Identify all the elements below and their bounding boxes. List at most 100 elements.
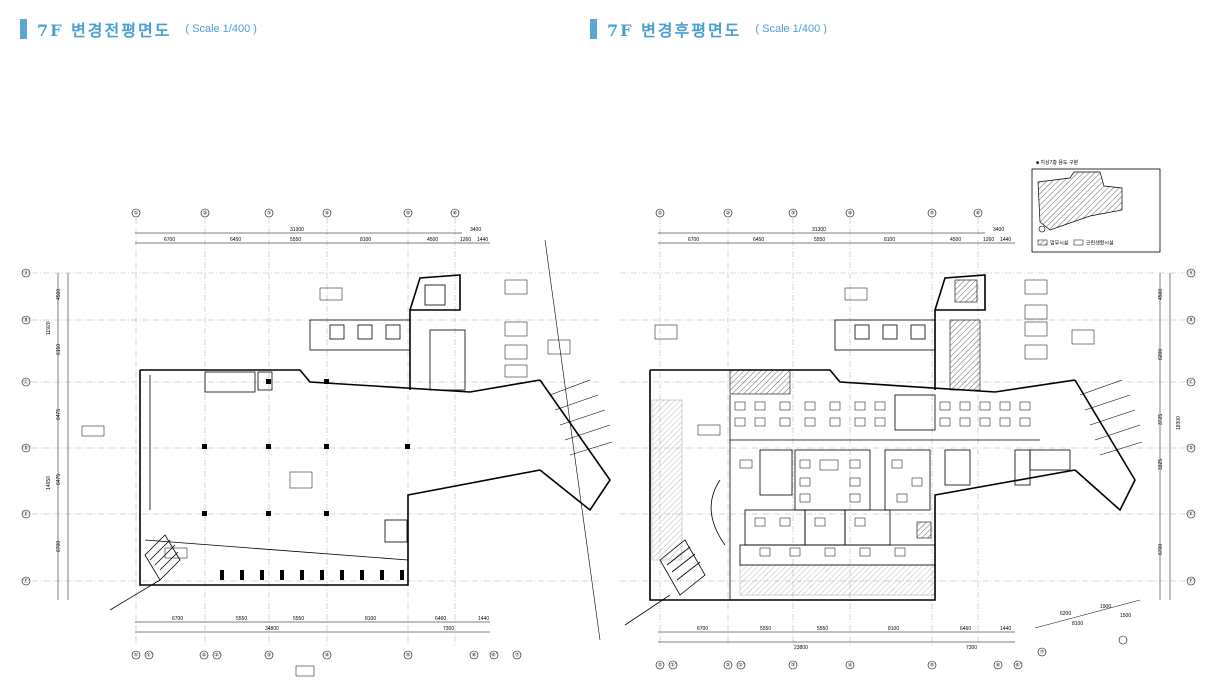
bottom-axis-markers: ① ①' ② ②' ③ ④ ⑤ ⑥ ⑥' ⑦ — [131, 650, 522, 660]
top-axis-markers: ① ② ③ ④ ⑤ ⑥ — [131, 208, 460, 218]
dim-label: 6475 — [56, 409, 62, 420]
dim-label: 7300 — [443, 626, 454, 632]
axis-label: Ⓑ — [1188, 316, 1193, 323]
header-scale: ( Scale 1/400 ) — [185, 23, 257, 35]
dim-label: 6450 — [753, 237, 764, 243]
dim-label: 6700 — [56, 541, 62, 552]
top-dims: 6700 6450 5550 8100 4500 1260 1440 — [164, 237, 488, 243]
axis-label: Ⓔ — [23, 510, 28, 517]
dim-label: 8100 — [360, 237, 371, 243]
dim-label: 5550 — [236, 616, 247, 622]
dim-label: 8100 — [884, 237, 895, 243]
axis-label: ⑥ — [996, 662, 1001, 668]
dim-label: 14650 — [46, 476, 52, 490]
axis-label: Ⓕ — [1188, 577, 1193, 584]
inner-walls — [729, 319, 1071, 600]
dim-total: 31300 — [290, 227, 304, 233]
dim-label: 8100 — [888, 626, 899, 632]
dim-label: 3725 — [1158, 414, 1164, 425]
plan-after: 31300 3400 6700 6450 5550 8100 4500 1260… — [620, 208, 1196, 670]
axis-label: ② — [726, 662, 731, 668]
axis-label: ②' — [738, 662, 743, 668]
dim-label: 4500 — [1158, 289, 1164, 300]
dim-label: 6150 — [56, 344, 62, 355]
diagonal-dims: 6200 1900 8100 1500 — [1034, 599, 1141, 645]
axis-label: Ⓕ — [23, 577, 28, 584]
axis-label: ② — [202, 652, 207, 658]
dim-label: 8100 — [365, 616, 376, 622]
axis-label: Ⓔ — [1188, 510, 1193, 517]
axis-label: ⑦ — [515, 652, 520, 658]
axis-label: Ⓐ — [23, 269, 28, 276]
dim-label: 6475 — [56, 474, 62, 485]
annotation-tags — [654, 279, 1095, 360]
header-scale: ( Scale 1/400 ) — [755, 23, 827, 35]
header-title: 7F 변경후평면도 — [607, 21, 742, 40]
axis-label: ④ — [848, 210, 853, 216]
axis-label: Ⓓ — [1188, 444, 1193, 451]
dim-label: 6460 — [960, 626, 971, 632]
dim-label: 1440 — [1000, 626, 1011, 632]
dim-label: 7300 — [966, 645, 977, 651]
top-axis-markers: ① ② ③ ④ ⑤ ⑥ — [655, 208, 983, 218]
axis-label: ⑥' — [1015, 662, 1020, 668]
outer-walls — [649, 274, 1136, 601]
axis-label: ⑤ — [406, 652, 411, 658]
axis-label: Ⓑ — [23, 316, 28, 323]
axis-label: ②' — [214, 652, 219, 658]
dim-label: 8100 — [1072, 621, 1083, 627]
axis-label: ① — [658, 662, 663, 668]
axis-label: ⑦ — [1040, 649, 1045, 655]
axis-label: ⑥ — [472, 652, 477, 658]
dim-total: 31300 — [812, 227, 826, 233]
header-title: 7F 변경전평면도 — [37, 21, 172, 40]
axis-label: ③ — [267, 652, 272, 658]
key-plan-legend-office: 업무시설 — [1050, 240, 1069, 247]
dim-label: 1260 — [983, 237, 994, 243]
grid-lines — [32, 218, 600, 645]
axis-label: ⑥' — [491, 652, 496, 658]
key-plan-legend-retail: 근린생활시설 — [1086, 240, 1114, 247]
dim-label: 5550 — [817, 626, 828, 632]
facade-fins — [544, 239, 613, 641]
dim-label: 1500 — [1120, 613, 1131, 619]
axis-label: ② — [726, 210, 731, 216]
axis-label: Ⓒ — [23, 378, 28, 385]
axis-label: ⑤ — [930, 210, 935, 216]
axis-label: ⑤ — [930, 662, 935, 668]
stair-core — [109, 534, 181, 611]
dim-label: 5550 — [290, 237, 301, 243]
axis-label: ① — [658, 210, 663, 216]
axis-label: ① — [134, 652, 139, 658]
axis-label: ④ — [325, 652, 330, 658]
dim-extra: 3400 — [470, 227, 481, 233]
dim-label: 6700 — [688, 237, 699, 243]
dim-label: 5550 — [814, 237, 825, 243]
dim-label: 11920 — [46, 321, 52, 335]
axis-label: Ⓓ — [23, 444, 28, 451]
dim-label: 1440 — [1000, 237, 1011, 243]
header-accent-bar — [20, 19, 27, 39]
desks — [697, 401, 1031, 557]
dim-label: 6700 — [164, 237, 175, 243]
axis-label: ② — [203, 210, 208, 216]
axis-label: ④ — [325, 210, 330, 216]
key-plan: ■ 지상7층 용도 구분 업무시설 근린생활시설 — [1031, 159, 1161, 253]
axis-label: ①' — [146, 652, 151, 658]
header-after: 7F 변경후평면도 ( Scale 1/400 ) — [590, 17, 827, 41]
dim-label: 4500 — [950, 237, 961, 243]
header-accent-bar — [590, 19, 597, 39]
axis-label: ③ — [791, 210, 796, 216]
axis-label: Ⓐ — [1188, 269, 1193, 276]
facade-fins — [1079, 379, 1143, 456]
hatched-zones — [651, 279, 981, 596]
axis-label: ⑤ — [406, 210, 411, 216]
dim-label: 4500 — [56, 289, 62, 300]
dim-label: 1260 — [460, 237, 471, 243]
dim-label: 6700 — [172, 616, 183, 622]
dim-label: 6460 — [435, 616, 446, 622]
dim-label: 1440 — [477, 237, 488, 243]
dim-label: 5550 — [293, 616, 304, 622]
dim-label: 6700 — [697, 626, 708, 632]
